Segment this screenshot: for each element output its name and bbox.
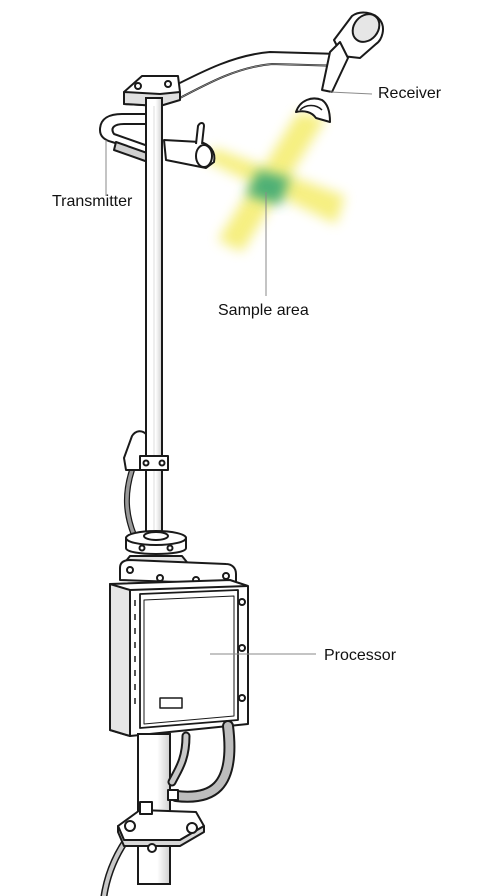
leader-lines xyxy=(105,91,373,655)
bottom-clamp xyxy=(117,789,205,853)
upper-cable xyxy=(123,467,137,538)
pole-clamp xyxy=(123,430,169,471)
sample-area-label: Sample area xyxy=(218,302,309,319)
receiver-arm xyxy=(169,51,345,101)
transmitter-head xyxy=(163,122,216,169)
receiver-label: Receiver xyxy=(378,85,442,102)
processor-label: Processor xyxy=(324,647,397,664)
processor-enclosure xyxy=(109,559,249,737)
sample-area-spot xyxy=(246,170,290,205)
receiver-head xyxy=(295,11,384,123)
receiver-leader xyxy=(329,91,373,95)
transmitter-arm xyxy=(99,113,151,163)
transmitter-label: Transmitter xyxy=(52,193,133,210)
